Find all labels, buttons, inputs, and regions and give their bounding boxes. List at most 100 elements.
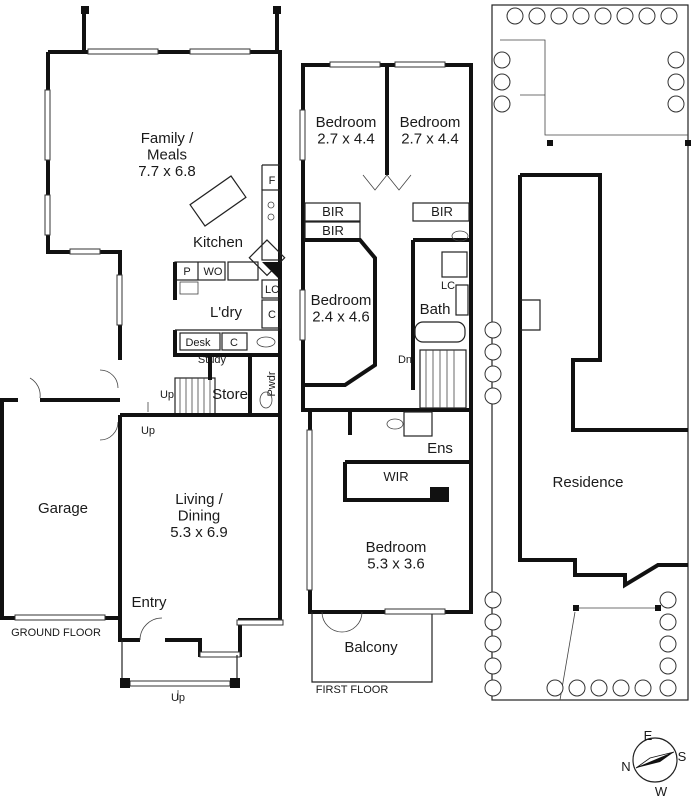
window [384, 608, 446, 615]
room-label-bir: BIR [322, 204, 344, 219]
family-wall [46, 10, 282, 415]
residence-wall [518, 173, 688, 589]
toilet-icon [386, 418, 404, 430]
stairs [419, 349, 467, 409]
room-label-study: Study [198, 354, 227, 366]
post [573, 605, 579, 611]
room-label-lc: LC [265, 284, 279, 296]
stairs [174, 377, 216, 415]
tree-icon [667, 95, 685, 113]
door-swing [362, 174, 412, 191]
toilet-icon [259, 391, 273, 409]
bath-wall [411, 238, 471, 390]
bedroom-c-wall [305, 238, 377, 387]
first-floor-caption: FIRST FLOOR [316, 684, 389, 696]
compass-ring [632, 737, 678, 783]
room-label-laundry: L'dry [210, 304, 243, 321]
ground-floor [0, 6, 286, 700]
post [230, 678, 240, 688]
tree-icon [528, 7, 546, 25]
tree-icon [550, 7, 568, 25]
window [44, 89, 51, 161]
residence-notch [520, 299, 541, 331]
tree-icon [484, 657, 502, 675]
tree-icon [590, 679, 608, 697]
stair-label-up: Up [141, 425, 155, 437]
room-label-pantry: P [183, 266, 190, 278]
window [394, 61, 446, 68]
room-label-wir: WIR [383, 469, 408, 484]
stair-label-up: Up [160, 389, 174, 401]
tree-icon [493, 73, 511, 91]
garage-door [14, 614, 106, 621]
sliding-door [87, 48, 159, 55]
room-label-cupboard: C [268, 309, 276, 321]
room-label-bath: Bath [420, 301, 451, 318]
tree-icon [484, 343, 502, 361]
room-label-balcony: Balcony [344, 639, 398, 656]
tree-icon [667, 51, 685, 69]
porch-label-up: Up [171, 692, 185, 704]
window [329, 61, 381, 68]
door-swing [139, 617, 163, 641]
window [299, 109, 306, 161]
tree-icon [572, 7, 590, 25]
room-label-kitchen: Kitchen [193, 234, 243, 251]
window [116, 274, 123, 326]
compass-e: E [644, 728, 653, 743]
garage-wall [0, 398, 122, 620]
shower-icon [403, 411, 433, 437]
kitchen-island [189, 175, 247, 227]
tree-icon [484, 321, 502, 339]
wir-wall [343, 462, 449, 502]
room-label-desk: Desk [185, 337, 211, 349]
tree-icon [493, 95, 511, 113]
room-label-wo: WO [204, 266, 223, 278]
bir-box [304, 202, 361, 222]
tree-icon [659, 657, 677, 675]
compass-s: S [678, 749, 687, 764]
porch [121, 640, 238, 685]
tub-icon [179, 281, 199, 295]
compass-w: W [655, 784, 668, 799]
desk-box [179, 332, 221, 351]
compass-needle [635, 751, 675, 769]
tree-icon [638, 7, 656, 25]
door-swing [99, 369, 119, 389]
tree-icon [546, 679, 564, 697]
tree-icon [634, 679, 652, 697]
tree-icon [594, 7, 612, 25]
ground-floor-caption: GROUND FLOOR [11, 627, 101, 639]
room-label-bir: BIR [431, 204, 453, 219]
post [655, 605, 661, 611]
window [199, 651, 241, 658]
residence-label: Residence [553, 474, 624, 491]
window [69, 248, 101, 255]
post [547, 140, 553, 146]
laundry-wall [173, 262, 280, 357]
tree-icon [616, 7, 634, 25]
tree-icon [659, 635, 677, 653]
kitchen-bench [261, 189, 281, 261]
lc-box [261, 279, 281, 299]
door-swing [29, 377, 41, 399]
tree-icon [659, 591, 677, 609]
room-label-lc: LC [441, 280, 455, 292]
tree-icon [484, 365, 502, 383]
balcony [311, 612, 433, 683]
cupboard-box [261, 299, 281, 329]
cupboard-box [221, 332, 248, 351]
bathtub-icon [414, 321, 466, 343]
tree-icon [568, 679, 586, 697]
stair-label-dn: Dn [398, 354, 412, 366]
room-label-bir: BIR [322, 223, 344, 238]
trees [484, 7, 685, 697]
sliding-door [189, 48, 251, 55]
tree-icon [506, 7, 524, 25]
toilet-icon [451, 230, 469, 242]
vanity-icon [455, 284, 469, 316]
site-plan [491, 4, 691, 701]
store-wall [120, 355, 280, 417]
